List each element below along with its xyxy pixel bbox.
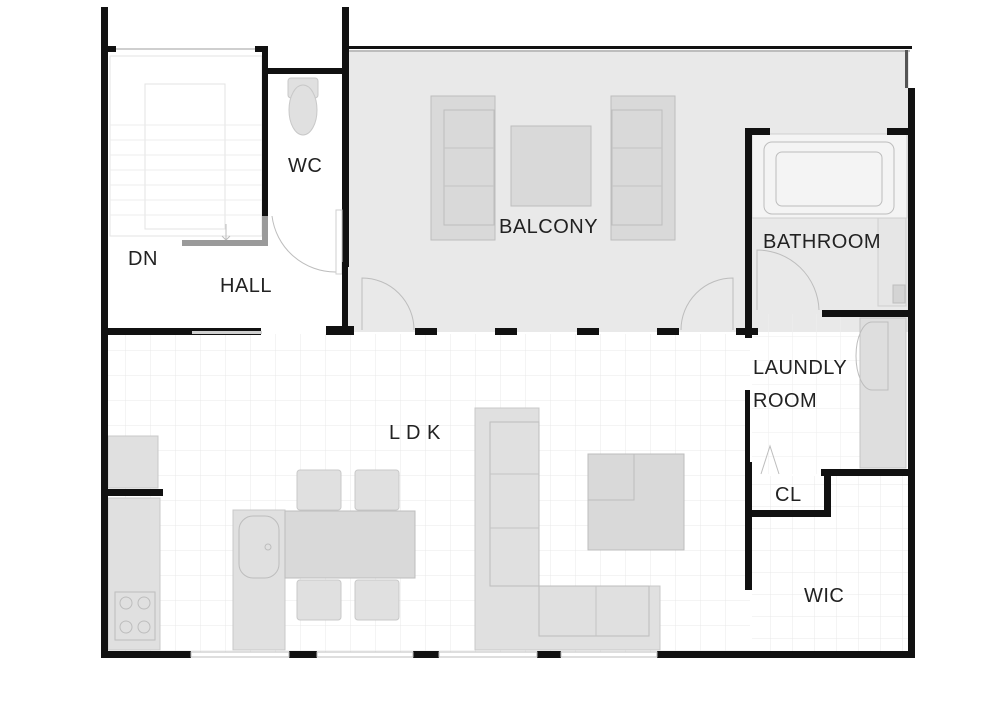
staircase <box>109 55 268 246</box>
sofa <box>474 407 661 651</box>
label-dn: DN <box>128 248 158 270</box>
label-ldk: L D K <box>389 422 441 444</box>
label-bathroom: BATHROOM <box>763 231 881 253</box>
label-balcony: BALCONY <box>499 216 598 238</box>
label-laundly: LAUNDLY <box>753 357 847 379</box>
label-cl: CL <box>775 484 802 506</box>
label-room: ROOM <box>753 390 817 412</box>
dining-set <box>284 469 416 621</box>
label-hall: HALL <box>220 275 272 297</box>
kitchen-island <box>232 509 286 651</box>
washer <box>855 317 907 469</box>
balcony-doors <box>361 277 734 331</box>
toilet <box>287 77 319 136</box>
closet-door <box>760 444 780 475</box>
label-wic: WIC <box>804 585 844 607</box>
walls <box>101 7 915 658</box>
kitchen-counter <box>107 435 161 651</box>
balcony-furniture <box>430 95 676 241</box>
bathroom-door <box>756 249 820 311</box>
label-wc: WC <box>288 155 322 177</box>
bathtub <box>751 133 908 307</box>
coffee-table <box>587 453 685 551</box>
